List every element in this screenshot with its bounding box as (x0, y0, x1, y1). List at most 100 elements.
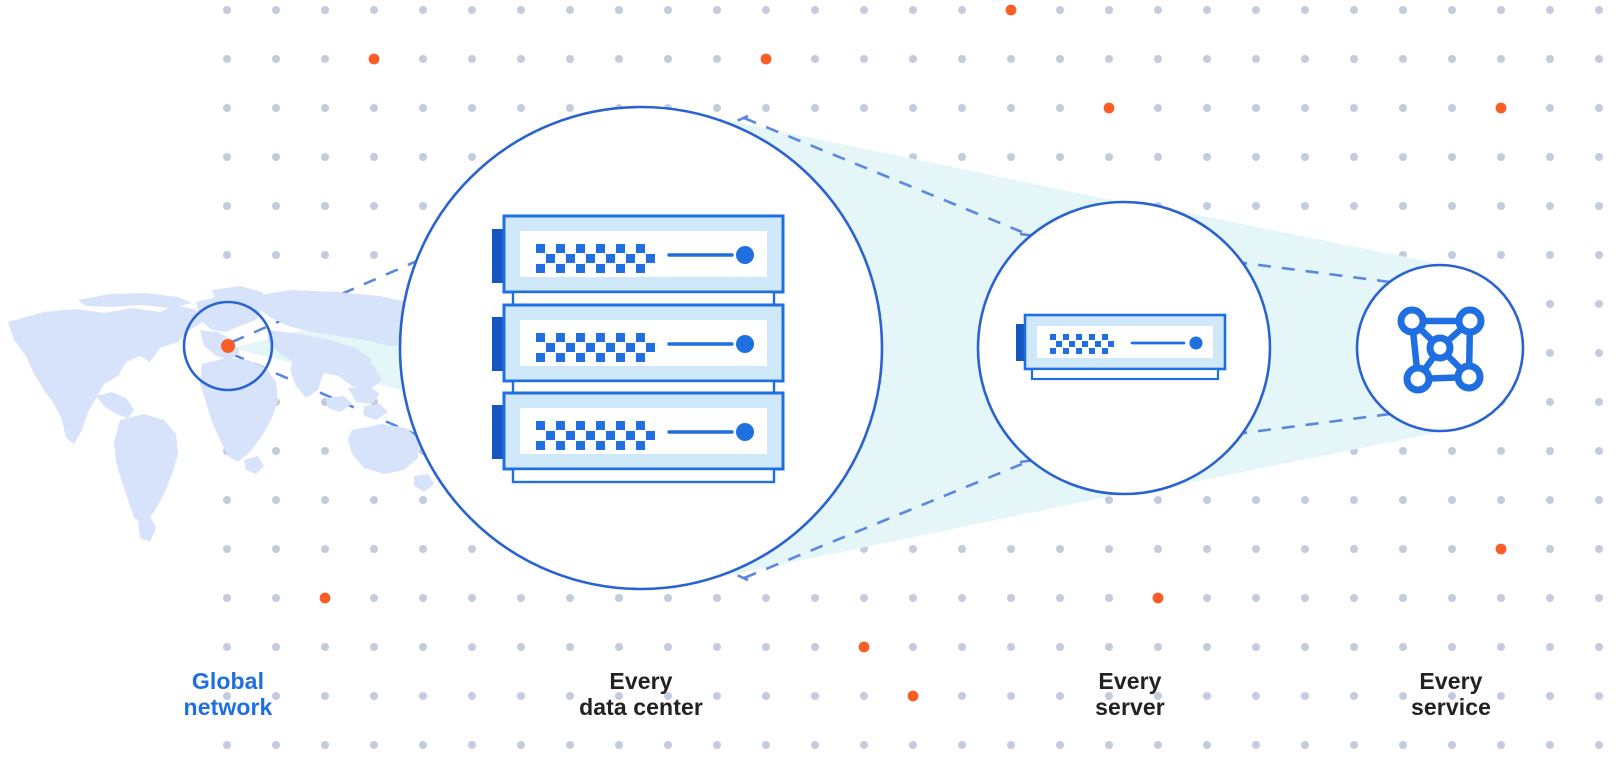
grid-dot (1154, 6, 1162, 14)
grid-dot-accent (907, 690, 919, 702)
grid-dot (909, 104, 917, 112)
grid-dot (1399, 496, 1407, 504)
grid-dot (860, 741, 868, 749)
grid-dot (811, 692, 819, 700)
label-every-server-line1: Every (1098, 668, 1162, 694)
grid-dot (1497, 251, 1505, 259)
grid-dot (1007, 545, 1015, 553)
grid-dot (762, 104, 770, 112)
grid-dot (909, 6, 917, 14)
grid-dot (1497, 741, 1505, 749)
grid-dot (1350, 692, 1358, 700)
grid-dot (1301, 6, 1309, 14)
grid-dot (321, 545, 329, 553)
grid-dot (370, 545, 378, 553)
grid-dot (1105, 6, 1113, 14)
label-global-network-line2: network (183, 694, 273, 720)
grid-dot (1595, 496, 1603, 504)
grid-dot (1154, 153, 1162, 161)
grid-dot (1595, 398, 1603, 406)
grid-dot (713, 6, 721, 14)
grid-dot (321, 741, 329, 749)
grid-dot (1448, 202, 1456, 210)
grid-dot (223, 104, 231, 112)
grid-dot (1252, 545, 1260, 553)
grid-dot (419, 6, 427, 14)
dashed-edge-bottom-2 (743, 462, 1023, 580)
world-map-landmass (8, 286, 456, 542)
grid-dot (1448, 594, 1456, 602)
grid-dot (713, 643, 721, 651)
grid-dot (1007, 153, 1015, 161)
grid-dot (419, 741, 427, 749)
grid-dot (958, 594, 966, 602)
grid-dot (1350, 6, 1358, 14)
grid-dot (321, 202, 329, 210)
grid-dot (272, 104, 280, 112)
grid-dot (1203, 643, 1211, 651)
grid-dot (1105, 741, 1113, 749)
grid-dot (958, 104, 966, 112)
grid-dot (1448, 251, 1456, 259)
grid-dot (958, 153, 966, 161)
grid-dot (272, 692, 280, 700)
grid-dot (468, 643, 476, 651)
grid-dot (517, 55, 525, 63)
grid-dot (1497, 692, 1505, 700)
grid-dot (1546, 153, 1554, 161)
grid-dot (762, 643, 770, 651)
grid-dot (909, 643, 917, 651)
grid-dot (517, 643, 525, 651)
label-every-service-line1: Every (1419, 668, 1483, 694)
grid-dot (1546, 496, 1554, 504)
grid-dot (1595, 251, 1603, 259)
grid-dot (321, 643, 329, 651)
grid-dot (811, 55, 819, 63)
grid-dot (1497, 496, 1505, 504)
grid-dot (223, 251, 231, 259)
grid-dot (1154, 496, 1162, 504)
grid-dot (664, 692, 672, 700)
grid-dot (615, 594, 623, 602)
grid-dot (468, 6, 476, 14)
grid-dot-accent (1103, 102, 1115, 114)
grid-dot (370, 104, 378, 112)
grid-dot (713, 594, 721, 602)
grid-dot (1497, 153, 1505, 161)
server-rack-icon (492, 214, 785, 484)
grid-dot (1252, 202, 1260, 210)
grid-dot (517, 104, 525, 112)
grid-dot (1497, 202, 1505, 210)
grid-dot-accent (1495, 102, 1507, 114)
grid-dot (1350, 545, 1358, 553)
network-nodes-icon (1397, 306, 1485, 394)
grid-dot (321, 251, 329, 259)
grid-dot-accent (368, 53, 380, 65)
grid-dot (1399, 545, 1407, 553)
grid-dot (1105, 55, 1113, 63)
grid-dot (1252, 594, 1260, 602)
grid-dot (762, 692, 770, 700)
grid-dot (321, 104, 329, 112)
grid-dot (1350, 104, 1358, 112)
grid-dot (1203, 202, 1211, 210)
grid-dot (1105, 643, 1113, 651)
rack-unit-2-vents (536, 333, 655, 362)
grid-dot (1448, 643, 1456, 651)
grid-dot (321, 6, 329, 14)
grid-dot (1595, 153, 1603, 161)
grid-dot (1350, 55, 1358, 63)
grid-dot (566, 6, 574, 14)
grid-dot (272, 55, 280, 63)
grid-dot-accent (319, 592, 331, 604)
grid-dot (566, 741, 574, 749)
grid-dot (1252, 643, 1260, 651)
grid-dot (811, 643, 819, 651)
grid-dot (223, 202, 231, 210)
grid-dot (1203, 692, 1211, 700)
grid-dot (615, 6, 623, 14)
grid-dot (1007, 692, 1015, 700)
grid-dot (272, 202, 280, 210)
